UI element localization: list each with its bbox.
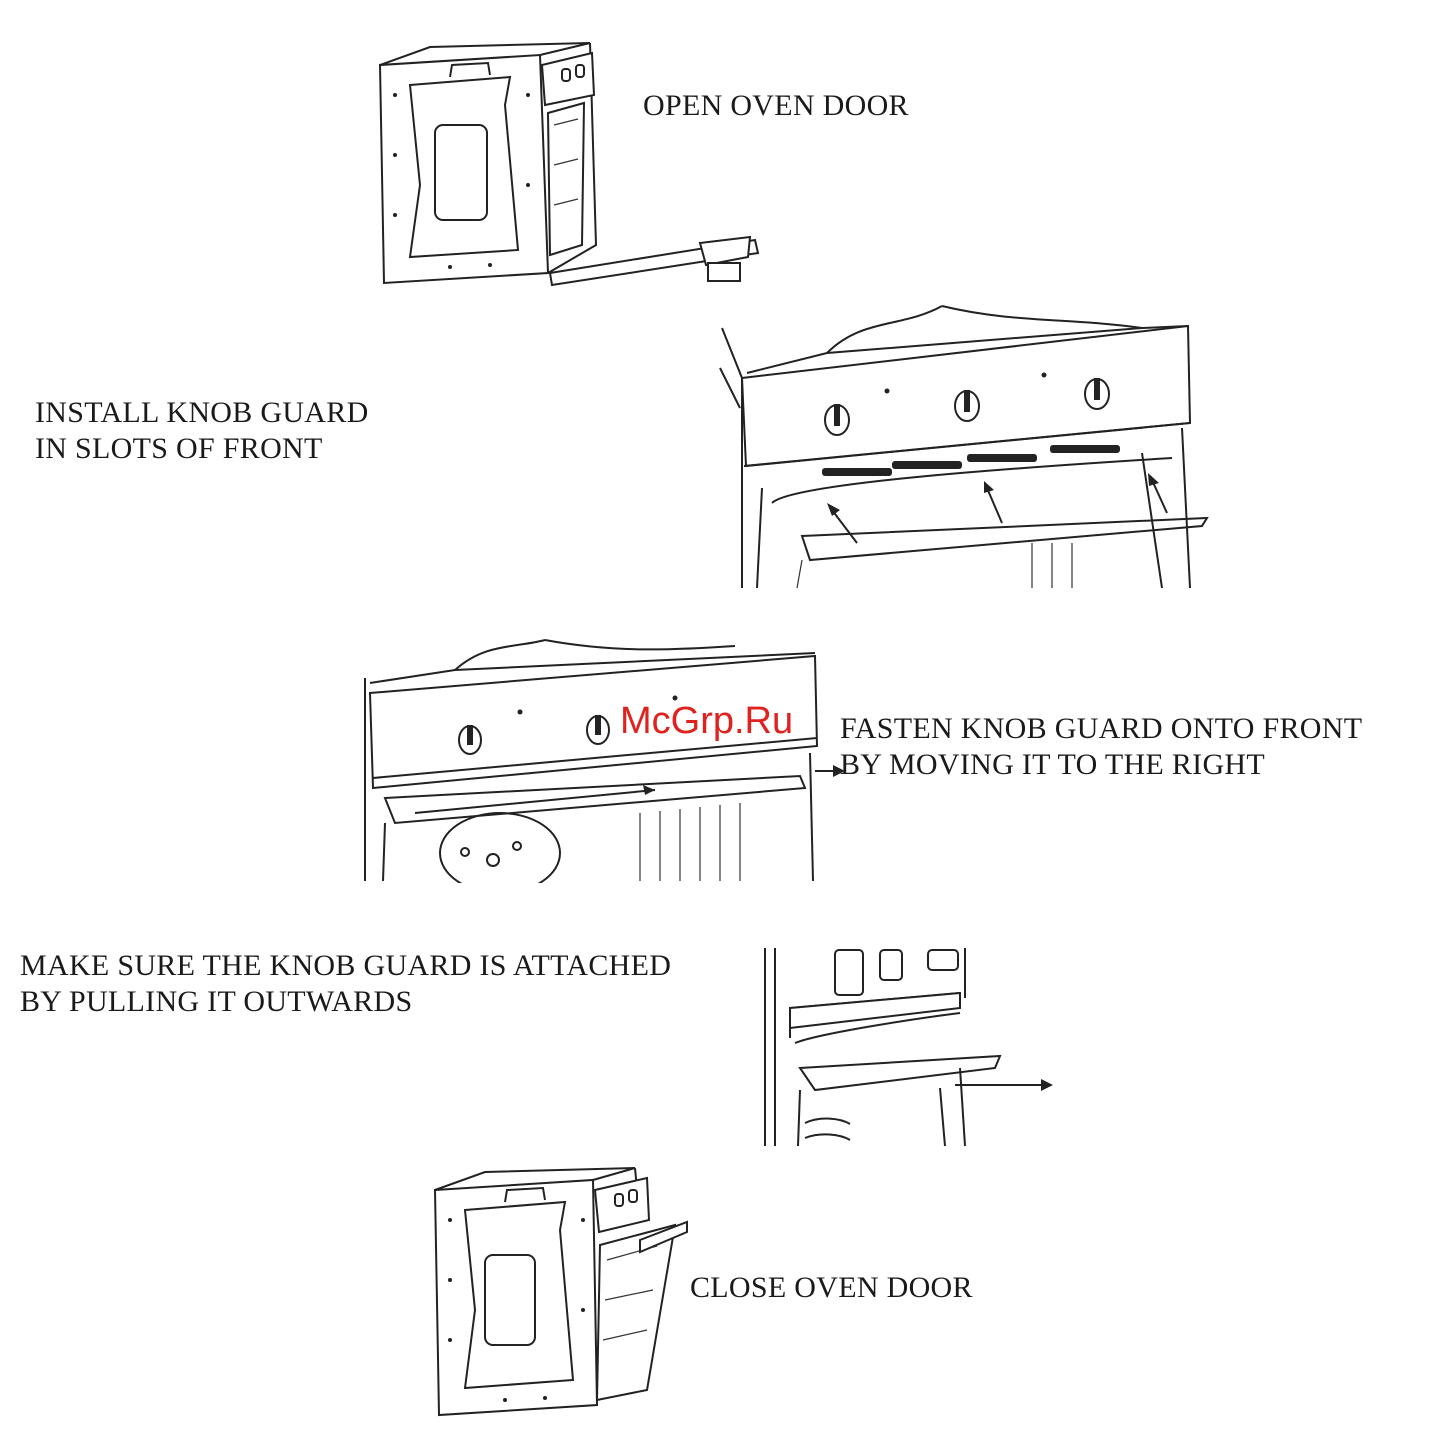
step-text-line: OPEN OVEN DOOR <box>643 88 909 124</box>
step-text-line: BY MOVING IT TO THE RIGHT <box>840 747 1362 783</box>
step-text-line: BY PULLING IT OUTWARDS <box>20 984 671 1020</box>
step-text-line: FASTEN KNOB GUARD ONTO FRONT <box>840 711 1362 747</box>
fasten-guard-illustration <box>355 628 855 883</box>
step-text-line: CLOSE OVEN DOOR <box>690 1270 973 1306</box>
step-install-guard-text: INSTALL KNOB GUARD IN SLOTS OF FRONT <box>35 395 369 467</box>
step-close-door-text: CLOSE OVEN DOOR <box>690 1270 973 1306</box>
open-door-illustration <box>370 35 770 295</box>
step-text-line: IN SLOTS OF FRONT <box>35 431 369 467</box>
step-text-line: INSTALL KNOB GUARD <box>35 395 369 431</box>
check-guard-illustration <box>760 948 1060 1148</box>
close-door-illustration <box>425 1160 695 1422</box>
step-text-line: MAKE SURE THE KNOB GUARD IS ATTACHED <box>20 948 671 984</box>
step-check-guard-text: MAKE SURE THE KNOB GUARD IS ATTACHED BY … <box>20 948 671 1020</box>
watermark: McGrp.Ru <box>620 700 793 743</box>
step-open-door-text: OPEN OVEN DOOR <box>643 88 909 124</box>
install-guard-illustration <box>712 298 1212 590</box>
step-fasten-guard-text: FASTEN KNOB GUARD ONTO FRONT BY MOVING I… <box>840 711 1362 783</box>
